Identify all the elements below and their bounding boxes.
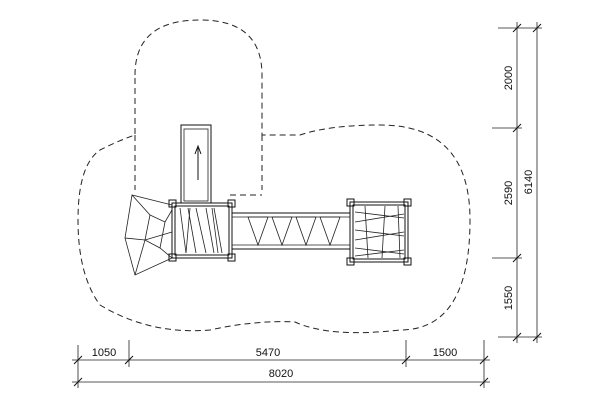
vertical-dimension-lines [492, 22, 542, 343]
dim-label-6140: 6140 [523, 170, 535, 194]
horizontal-dimension-lines [72, 340, 490, 388]
tower-platform [168, 199, 236, 262]
safety-zone-outline [77, 19, 471, 334]
climbing-net [124, 194, 173, 276]
dim-label-2000: 2000 [503, 66, 515, 90]
connecting-bridge [231, 212, 351, 250]
right-platform [346, 198, 412, 266]
dim-label-5470: 5470 [256, 347, 280, 359]
dim-label-2590: 2590 [503, 181, 515, 205]
dim-label-8020: 8020 [269, 368, 293, 380]
slide-zone-inner-line [134, 135, 263, 196]
slide [180, 124, 212, 204]
dim-label-1500: 1500 [433, 347, 457, 359]
dim-label-1550: 1550 [503, 286, 515, 310]
dim-label-1050: 1050 [92, 347, 116, 359]
